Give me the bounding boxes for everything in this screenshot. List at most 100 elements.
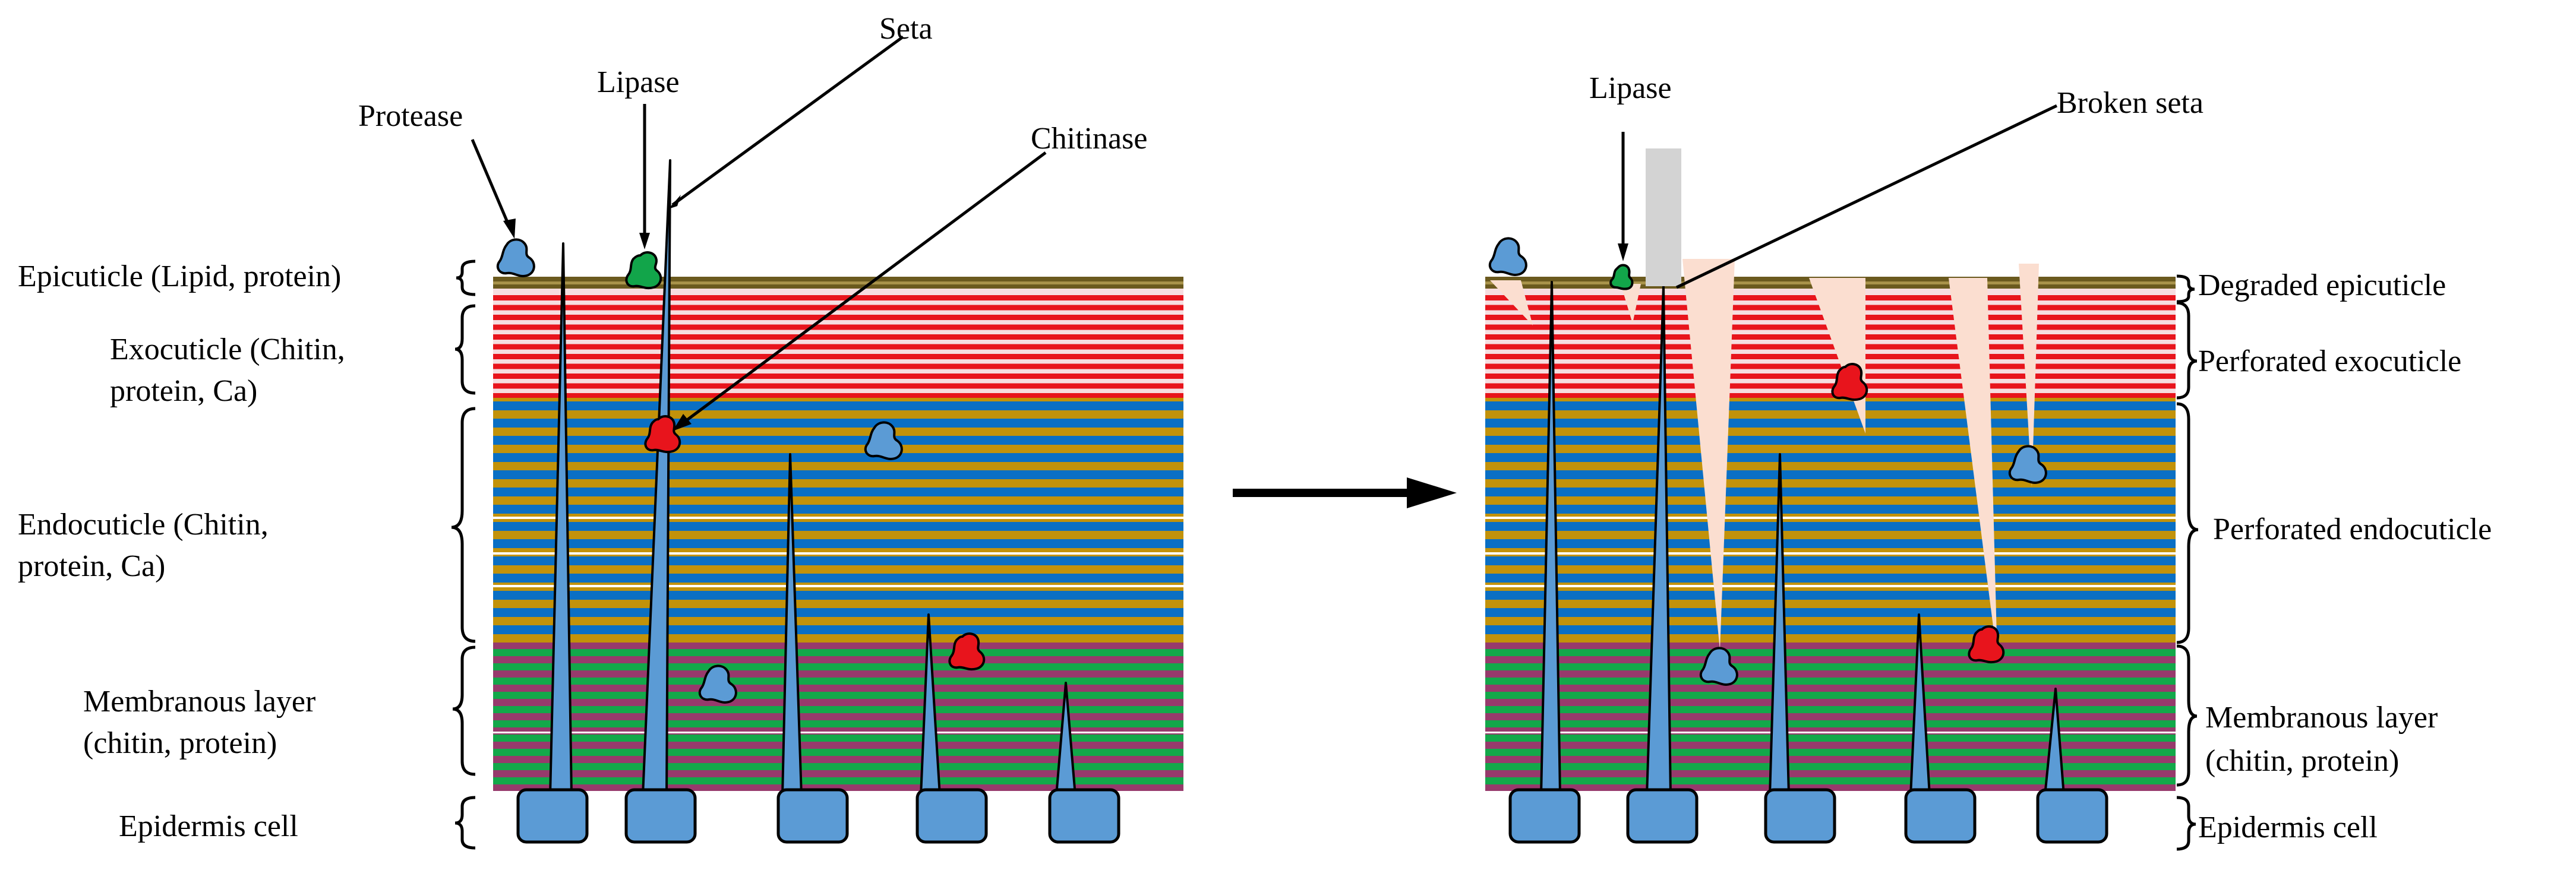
degraded-cuticle-layers <box>1485 277 2176 791</box>
protease-enzyme <box>496 238 535 277</box>
exocuticle-stripe <box>493 344 1183 350</box>
endocuticle-gap <box>493 517 1183 519</box>
epicuticle-label: Epicuticle (Lipid, protein) <box>18 259 341 293</box>
degraded-setae <box>1540 281 2065 797</box>
membranous-stripe <box>1485 763 2176 770</box>
endocuticle-base <box>1485 398 2176 643</box>
broken-seta-label: Broken seta <box>2057 86 2204 120</box>
protease-enzyme-right-membranous <box>1699 647 1738 686</box>
endocuticle-stripe <box>1485 470 2176 479</box>
membranous-stripe <box>493 749 1183 756</box>
epidermis-cell-3 <box>776 788 849 844</box>
chitinase-enzyme <box>644 415 681 454</box>
endocuticle-base <box>493 398 1183 643</box>
exocuticle-label-line2: protein, Ca) <box>110 374 257 408</box>
intact-setae <box>549 159 1077 797</box>
lipase-label-right: Lipase <box>1589 71 1672 105</box>
exocuticle-stripe <box>1485 363 2176 369</box>
membranous-stripe <box>493 763 1183 770</box>
endocuticle-stripe <box>493 453 1183 462</box>
membranous-stripe <box>493 649 1183 656</box>
left-layer-braces <box>451 259 476 850</box>
degraded-cuticle-panel: Lipase Broken seta Degraded epicuticle P… <box>1485 71 2492 851</box>
epidermis-cell-3 <box>1764 788 1836 844</box>
membranous-stripe <box>493 663 1183 670</box>
endocuticle-stripe <box>1485 574 2176 583</box>
endocuticle-gap <box>1485 585 2176 587</box>
endocuticle-stripe <box>1485 401 2176 410</box>
exocuticle-stripe <box>493 315 1183 320</box>
deep-perforation <box>1949 278 1997 659</box>
endocuticle-gap <box>1485 552 2176 555</box>
membranous-stripe <box>493 735 1183 742</box>
intact-cuticle-layers <box>493 277 1183 791</box>
epidermis-cell-1 <box>1508 788 1581 844</box>
endocuticle-stripe <box>493 419 1183 428</box>
protease-enzyme-endocuticle <box>864 421 903 460</box>
epidermis-label-right: Epidermis cell <box>2198 811 2378 844</box>
epidermis-cell-5 <box>1048 788 1120 844</box>
membranous-stripe <box>1485 663 2176 670</box>
membranous-stripe <box>1485 692 2176 699</box>
exocuticle-stripe <box>493 324 1183 330</box>
endocuticle-stripe <box>493 591 1183 600</box>
exocuticle-stripe <box>1485 383 2176 389</box>
lipase-perforation <box>1621 284 1641 324</box>
seta-label: Seta <box>879 12 933 46</box>
exocuticle-stripe <box>493 295 1183 300</box>
endocuticle-stripe <box>1485 539 2176 548</box>
membranous-stripe <box>1485 720 2176 727</box>
endocuticle-gap <box>493 585 1183 587</box>
membranous-label-right-line2: (chitin, protein) <box>2205 744 2399 778</box>
chitinase-enzyme-membranous <box>948 632 986 671</box>
endocuticle-stripe <box>493 625 1183 634</box>
epicuticle-band-highlight <box>493 281 1183 284</box>
membranous-stripe <box>1485 678 2176 685</box>
protease-enzyme-membranous <box>698 664 737 704</box>
chitinase-enzyme-right-membranous <box>1968 625 2005 664</box>
endocuticle-stripe <box>1485 522 2176 531</box>
membranous-label-line2: (chitin, protein) <box>83 726 277 760</box>
endocuticle-stripe <box>493 522 1183 531</box>
membranous-stripe <box>493 720 1183 727</box>
endocuticle-stripe <box>493 556 1183 565</box>
right-layer-braces <box>2176 274 2199 851</box>
epidermis-cell-4 <box>1904 788 1977 844</box>
left-callout-arrows <box>471 35 1047 431</box>
long-perforation <box>1682 259 1735 650</box>
endocuticle-stripe <box>493 436 1183 445</box>
membranous-stripe <box>1485 706 2176 713</box>
membranous-stripe <box>1485 649 2176 656</box>
perforations <box>1490 259 2039 659</box>
protease-label: Protease <box>358 99 463 133</box>
membranous-stripe <box>493 706 1183 713</box>
endocuticle-stripe <box>493 488 1183 496</box>
perforated-endocuticle-label: Perforated endocuticle <box>2213 512 2492 546</box>
endocuticle-stripe <box>493 574 1183 583</box>
degraded-epidermis-cells <box>1508 788 2108 844</box>
endocuticle-stripe <box>1485 436 2176 445</box>
membranous-label-line1: Membranous layer <box>83 685 315 719</box>
right-callout-arrows <box>1618 104 2058 289</box>
exocuticle-stripe <box>493 334 1183 340</box>
endocuticle-stripe <box>1485 556 2176 565</box>
endocuticle-stripe <box>1485 419 2176 428</box>
endocuticle-stripe <box>1485 608 2176 617</box>
membranous-stripe <box>1485 777 2176 784</box>
exocuticle-label-line1: Exocuticle (Chitin, <box>110 333 345 366</box>
membranous-stripe <box>493 678 1183 685</box>
endocuticle-stripe <box>1485 625 2176 634</box>
endocuticle-stripe <box>1485 505 2176 514</box>
exocuticle-stripe <box>493 354 1183 359</box>
exocuticle-stripe <box>493 383 1183 389</box>
endocuticle-gap <box>1485 517 2176 519</box>
epidermis-cell-2 <box>1626 788 1699 844</box>
membranous-stripe <box>1485 749 2176 756</box>
endocuticle-stripe <box>493 470 1183 479</box>
membranous-label-right-line1: Membranous layer <box>2205 701 2438 735</box>
epidermis-cell-4 <box>916 788 988 844</box>
endocuticle-stripe <box>493 505 1183 514</box>
intact-epidermis-cells <box>516 788 1120 844</box>
protease-enzyme-right-endocuticle <box>2008 445 2047 484</box>
